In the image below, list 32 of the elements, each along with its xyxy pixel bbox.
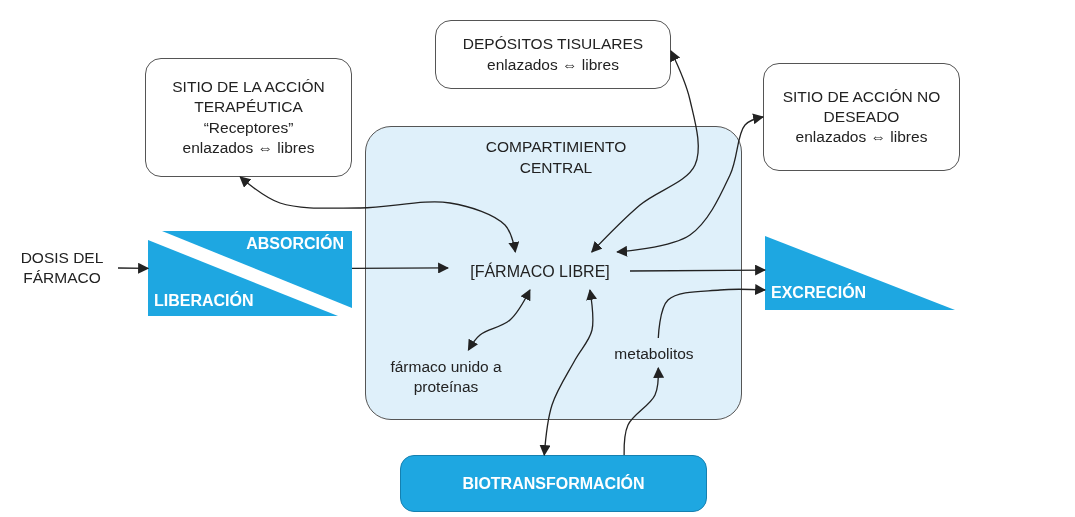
stage-label: BIOTRANSFORMACIÓN: [462, 474, 645, 493]
free-drug-label: [FÁRMACO LIBRE]: [470, 261, 610, 282]
arrow: [539, 288, 598, 457]
equilibrium-label: enlazados ⇔ libres: [795, 127, 928, 148]
arrow: [467, 289, 531, 351]
protein-bound-label: fármaco unido a proteínas: [389, 356, 503, 397]
stage-label: ABSORCIÓN: [246, 235, 344, 253]
excretion-triangle: [765, 236, 955, 310]
absorption-release-block: [148, 231, 352, 316]
metabolites-label: metabolitos: [614, 343, 694, 364]
tissue-depot-box: [435, 20, 671, 89]
equilibrium-label: enlazados ⇔ libres: [487, 54, 619, 75]
unwanted-site-box: [763, 63, 960, 171]
arrow: [657, 284, 767, 339]
equilibrium-label: enlazados ⇔ libres: [182, 137, 315, 158]
biotransformation-box: [400, 455, 707, 512]
box-title: SITIO DE LA ACCIÓN TERAPÉUTICA: [171, 77, 326, 118]
arrow: [616, 113, 765, 257]
arrow: [629, 264, 767, 276]
panel-title: COMPARTIMIENTO CENTRAL: [484, 137, 628, 178]
arrow: [623, 366, 665, 456]
arrow: [239, 176, 520, 254]
stage-label: LIBERACIÓN: [154, 292, 254, 310]
box-subtitle: “Receptores”: [203, 117, 294, 138]
arrow: [351, 262, 450, 274]
arrow: [591, 50, 699, 253]
stage-label: EXCRECIÓN: [771, 284, 867, 302]
target-site-box: [145, 58, 352, 177]
arrow: [117, 262, 150, 274]
central-compartment-box: [365, 126, 742, 420]
box-title: DEPÓSITOS TISULARES: [462, 34, 644, 55]
dose-label: DOSIS DEL FÁRMACO: [19, 247, 105, 288]
